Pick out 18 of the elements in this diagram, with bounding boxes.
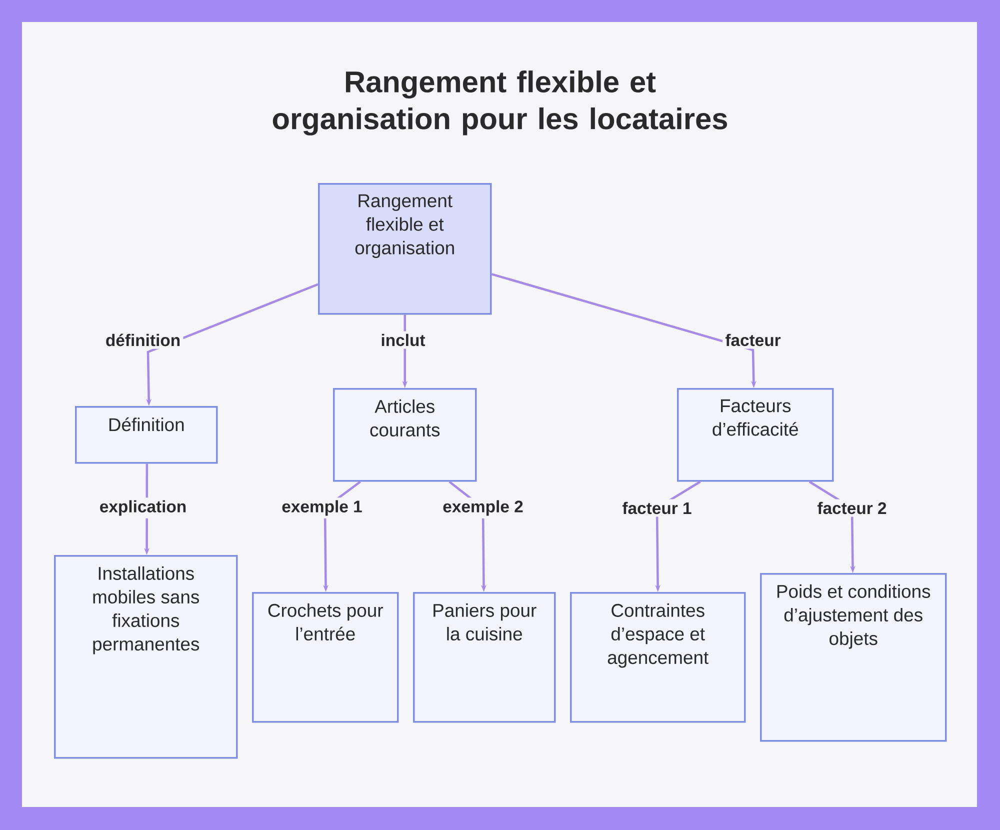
concept-box: Poids et conditions d’ajustement des objets (760, 572, 947, 742)
concept-box: Rangement flexible et organisation (318, 183, 492, 315)
concept-box: Paniers pour la cuisine (413, 592, 556, 723)
edge-label: inclut (378, 331, 428, 349)
edge-label: facteur 2 (814, 499, 890, 517)
title: Rangement flexible et organisation pour les locataires (272, 70, 727, 136)
concept-box: Crochets pour l’entrée (252, 592, 399, 723)
edge-label: définition (102, 331, 184, 349)
concept-box: Définition (75, 406, 218, 464)
edge-label: explication (96, 498, 190, 518)
edge-label: facteur (722, 331, 784, 349)
concept-box: Installations mobiles sans fixations permanentes (54, 554, 238, 759)
edge-label: facteur 1 (620, 499, 694, 517)
edge-label: exemple 1 (279, 498, 365, 518)
concept-box: Articles courants (333, 388, 477, 482)
concept-box: Facteurs d’efficacité (677, 388, 834, 482)
concept-box: Contraintes d’espace et agencement (570, 592, 746, 723)
edge-label: exemple 2 (440, 498, 526, 518)
